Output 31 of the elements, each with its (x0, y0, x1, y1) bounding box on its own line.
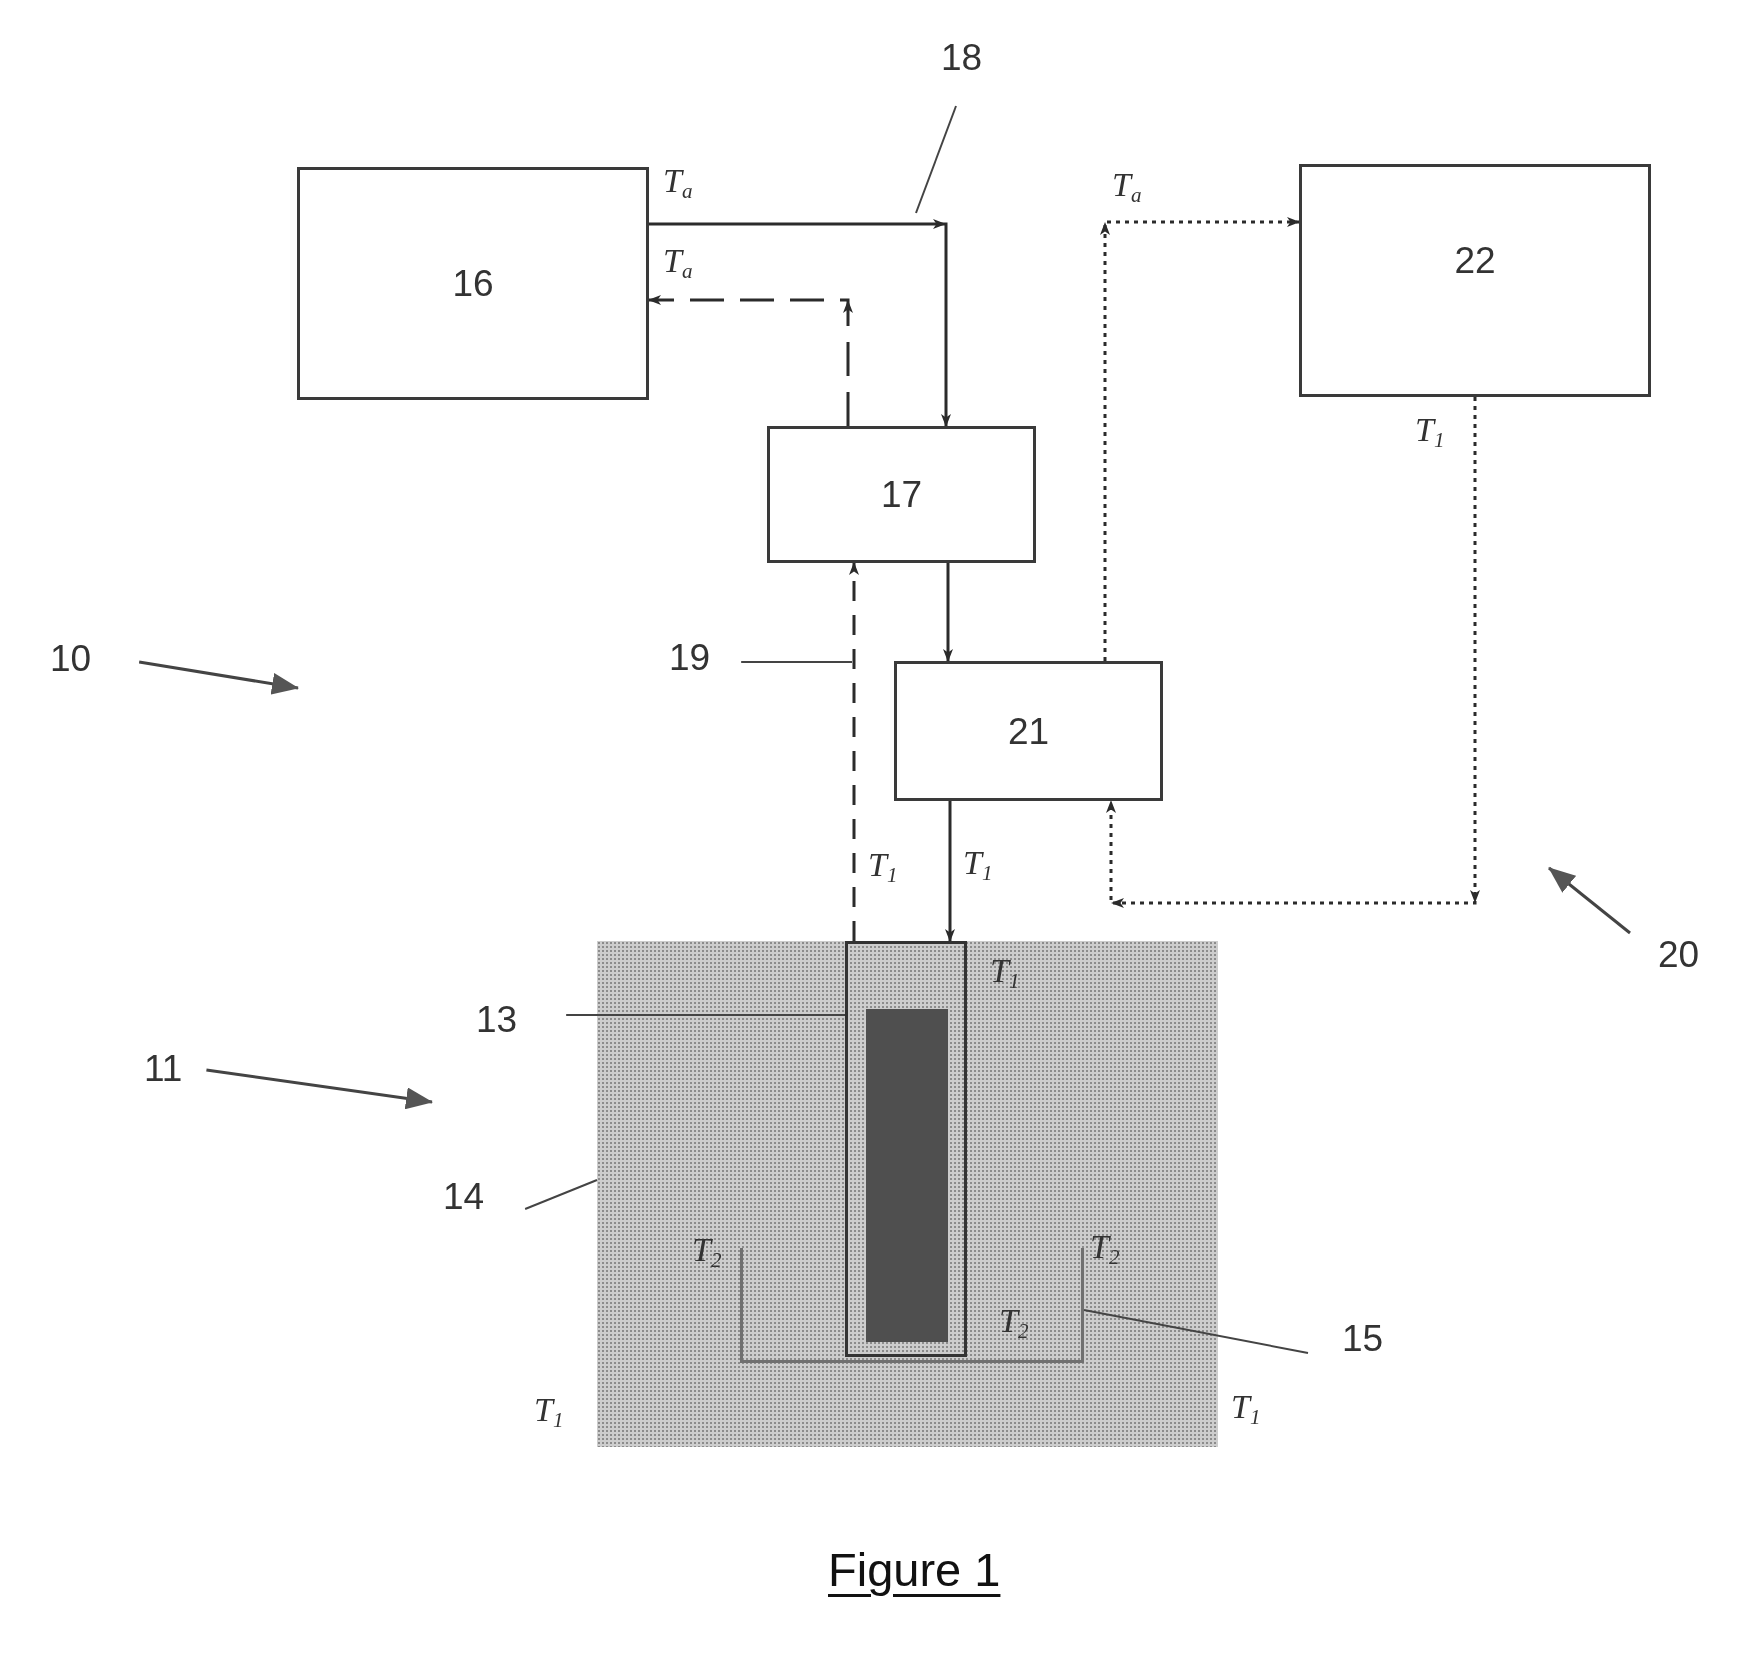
variable-label: T$_{1}$ (990, 954, 1020, 988)
variable-label: T$_{1}$ (534, 1393, 564, 1427)
edge-label: T$_{1}$ (868, 848, 898, 882)
process-box (297, 167, 649, 400)
edge-label: T$_{a}$ (663, 244, 693, 278)
edge-label: T$_{a}$ (663, 164, 693, 198)
process-box (1299, 164, 1651, 397)
edge-label: T$_{1}$ (963, 846, 993, 880)
variable-label: T$_{1}$ (1231, 1390, 1261, 1424)
reference-number: 17 (880, 476, 923, 513)
process-box (894, 661, 1163, 801)
process-box (767, 426, 1036, 563)
well-tube (845, 941, 967, 1357)
callout-number: 18 (941, 39, 983, 76)
callout-number: 13 (476, 1001, 518, 1038)
callout-number: 10 (50, 640, 92, 677)
edge-label: T$_{a}$ (1112, 168, 1142, 202)
reference-number: 16 (452, 265, 494, 302)
zone-outline (740, 1248, 1084, 1363)
variable-label: T$_{2}$ (999, 1304, 1029, 1338)
reference-number: 21 (1007, 712, 1050, 750)
edge-label: T$_{1}$ (1415, 413, 1445, 447)
variable-label: T$_{2}$ (692, 1233, 722, 1267)
callout-number: 20 (1658, 936, 1700, 973)
callout-number: 15 (1342, 1320, 1384, 1357)
callout-number: 14 (443, 1178, 485, 1215)
callout-number: 19 (669, 639, 711, 676)
reference-number: 22 (1454, 242, 1496, 279)
callout-number: 11 (144, 1050, 183, 1087)
variable-label: T$_{2}$ (1090, 1230, 1120, 1264)
soil-block (597, 941, 1218, 1447)
